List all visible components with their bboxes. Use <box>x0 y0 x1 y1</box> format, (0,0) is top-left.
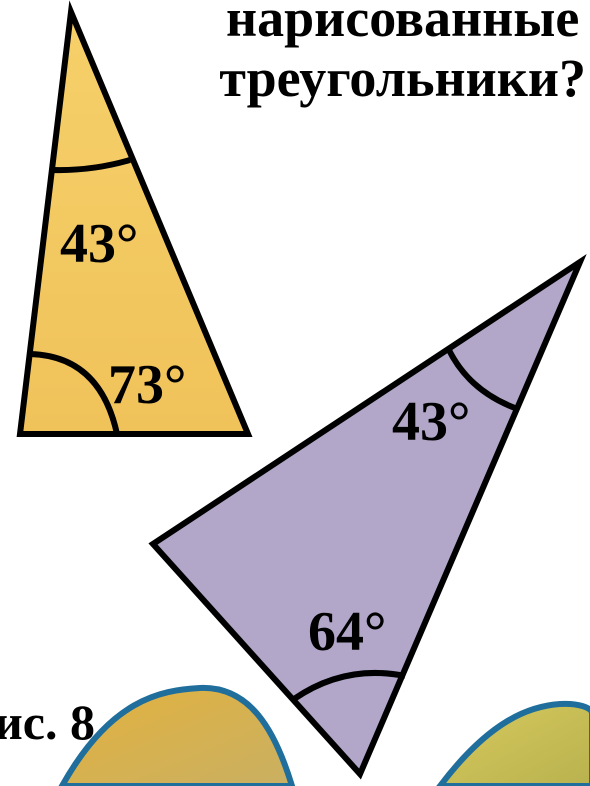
yellow-angle-top-label: 43° <box>60 213 138 275</box>
question-line-2: треугольники? <box>219 48 586 108</box>
yellow-bottom-angle-arc <box>29 351 120 435</box>
yellow-top-angle-arc <box>52 157 131 174</box>
decorative-wave-right <box>436 700 590 786</box>
figure-label: ис. 8 <box>0 694 96 750</box>
purple-bottom-angle-arc <box>292 669 406 702</box>
purple-angle-bottom-label: 64° <box>308 601 386 663</box>
question-text: нарисованные треугольники? <box>219 0 586 108</box>
yellow-angle-bottom-label: 73° <box>108 354 186 416</box>
question-line-1: нарисованные <box>225 0 580 48</box>
purple-triangle <box>148 253 587 780</box>
purple-angle-top-label: 43° <box>392 391 470 453</box>
purple-top-angle-arc <box>445 346 517 411</box>
decorative-wave-left <box>58 684 296 786</box>
yellow-triangle <box>16 0 253 437</box>
